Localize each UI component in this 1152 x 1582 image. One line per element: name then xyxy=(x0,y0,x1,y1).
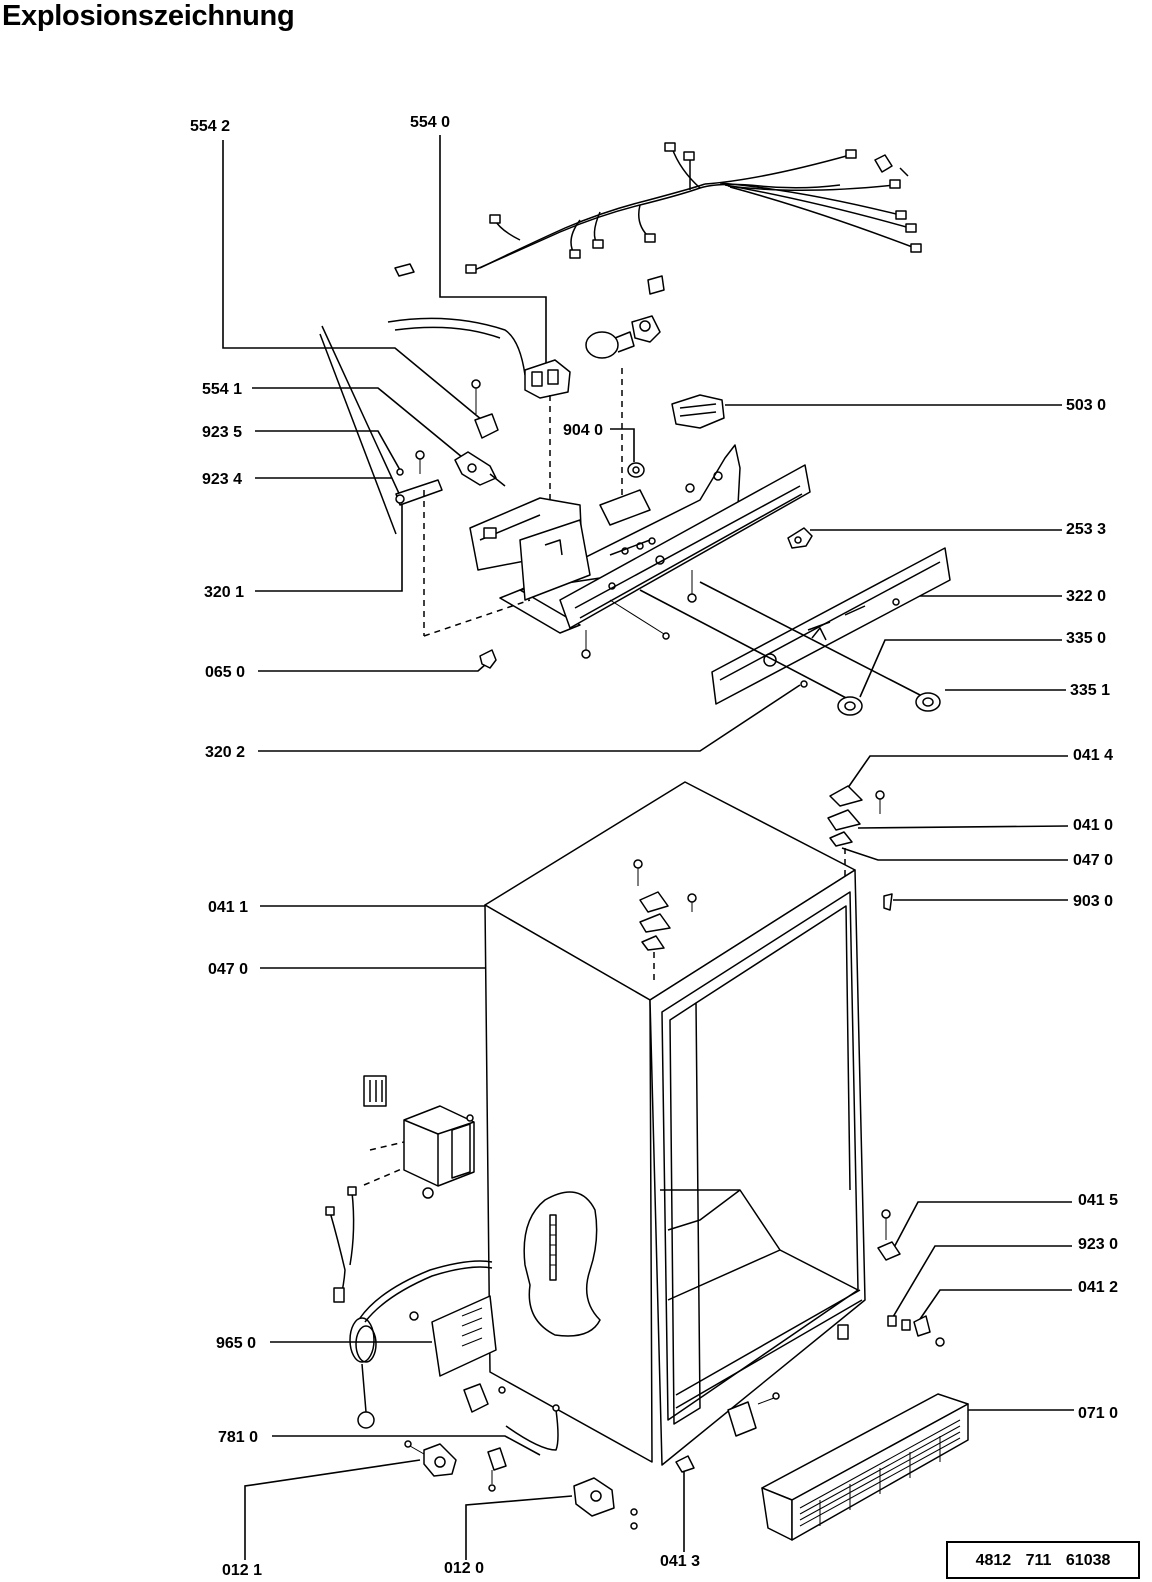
hinge-top-left xyxy=(633,859,697,980)
label-047-0-left: 047 0 xyxy=(208,961,248,978)
cable-bundle xyxy=(325,1186,357,1303)
leader-554-0 xyxy=(439,135,547,390)
control-unit-503-0 xyxy=(671,394,725,429)
hinge-bottom-right xyxy=(877,1209,945,1347)
leader-012-0 xyxy=(465,1495,573,1560)
label-047-0-right: 047 0 xyxy=(1073,852,1113,869)
wiring-harness xyxy=(465,142,922,274)
label-071-0: 071 0 xyxy=(1078,1405,1118,1422)
label-554-1: 554 1 xyxy=(202,381,242,398)
cover-plate-965-0 xyxy=(409,1295,497,1377)
clip-041-3 xyxy=(675,1455,695,1473)
grille-071-0 xyxy=(761,1393,969,1541)
leader-904-0 xyxy=(610,428,635,462)
label-253-3: 253 3 xyxy=(1066,521,1106,538)
leader-041-0 xyxy=(857,825,1069,829)
leader-041-4 xyxy=(844,755,1068,793)
relay-box xyxy=(363,1105,475,1199)
label-012-1: 012 1 xyxy=(222,1562,262,1579)
pipe-781-0 xyxy=(505,1404,560,1451)
cabinet-body xyxy=(484,781,866,1466)
page-title: Explosionszeichnung xyxy=(2,0,295,32)
label-041-1: 041 1 xyxy=(208,899,248,916)
leader-335-0 xyxy=(859,639,1062,698)
grommet-904-0 xyxy=(627,462,645,478)
knob-335-0 xyxy=(837,696,863,716)
label-041-0: 041 0 xyxy=(1073,817,1113,834)
leader-554-1 xyxy=(252,387,469,463)
clip-065-0 xyxy=(479,649,497,669)
label-904-0: 904 0 xyxy=(563,422,603,439)
label-923-4: 923 4 xyxy=(202,471,242,488)
leader-781-0 xyxy=(272,1435,541,1456)
knob-335-1 xyxy=(915,692,941,712)
housing-screws xyxy=(581,570,697,659)
foot-012-0 xyxy=(573,1477,638,1530)
label-923-0: 923 0 xyxy=(1078,1236,1118,1253)
front-panel-322-0 xyxy=(639,547,951,705)
catalog-number: 4812 711 61038 xyxy=(975,1552,1111,1569)
leader-041-2 xyxy=(917,1289,1072,1323)
bracket-554-2 xyxy=(471,379,499,439)
thermostat-554-0 xyxy=(387,317,571,399)
control-housing xyxy=(469,395,811,634)
label-923-5: 923 5 xyxy=(202,424,242,441)
power-cord-965-0 xyxy=(349,1260,493,1429)
leader-012-1 xyxy=(244,1459,421,1560)
label-335-1: 335 1 xyxy=(1070,682,1110,699)
thermostat-554-1 xyxy=(454,451,506,487)
screw-320-2 xyxy=(800,680,808,688)
label-041-2: 041 2 xyxy=(1078,1279,1118,1296)
label-041-5: 041 5 xyxy=(1078,1192,1118,1209)
label-965-0: 965 0 xyxy=(216,1335,256,1352)
label-781-0: 781 0 xyxy=(218,1429,258,1446)
label-335-0: 335 0 xyxy=(1066,630,1106,647)
lamp-253-3 xyxy=(787,527,813,549)
leader-065-0 xyxy=(258,663,487,672)
bracket-left-bottom xyxy=(463,1383,506,1413)
label-041-4: 041 4 xyxy=(1073,747,1113,764)
label-041-3: 041 3 xyxy=(660,1553,700,1570)
label-554-2: 554 2 xyxy=(190,118,230,135)
bracket-bottom-right xyxy=(727,1392,780,1437)
label-503-0: 503 0 xyxy=(1066,397,1106,414)
pin-903-0 xyxy=(883,893,893,911)
bracket-320-1 xyxy=(319,325,531,637)
label-012-0: 012 0 xyxy=(444,1560,484,1577)
label-903-0: 903 0 xyxy=(1073,893,1113,910)
clips-top xyxy=(394,263,665,295)
leader-320-2 xyxy=(258,684,801,752)
foot-012-1 xyxy=(404,1440,457,1477)
clip-bottom-mid xyxy=(487,1447,507,1492)
leader-923-0 xyxy=(889,1245,1072,1323)
leader-320-1 xyxy=(255,502,403,592)
leader-923-5 xyxy=(255,430,401,471)
label-322-0: 322 0 xyxy=(1066,588,1106,605)
leader-554-2 xyxy=(222,140,483,421)
label-554-0: 554 0 xyxy=(410,114,450,131)
catalog-number-box: 4812 711 61038 xyxy=(946,1541,1140,1579)
leader-041-5 xyxy=(889,1201,1072,1256)
hinge-top-right xyxy=(827,785,885,880)
lamp-bulb xyxy=(585,315,661,498)
part-labels: 554 2 554 0 554 1 923 5 923 4 904 0 503 … xyxy=(190,114,1118,1579)
label-320-1: 320 1 xyxy=(204,584,244,601)
label-065-0: 065 0 xyxy=(205,664,245,681)
connector-block xyxy=(363,1075,387,1107)
label-320-2: 320 2 xyxy=(205,744,245,761)
leader-047-0-right xyxy=(841,847,1068,861)
